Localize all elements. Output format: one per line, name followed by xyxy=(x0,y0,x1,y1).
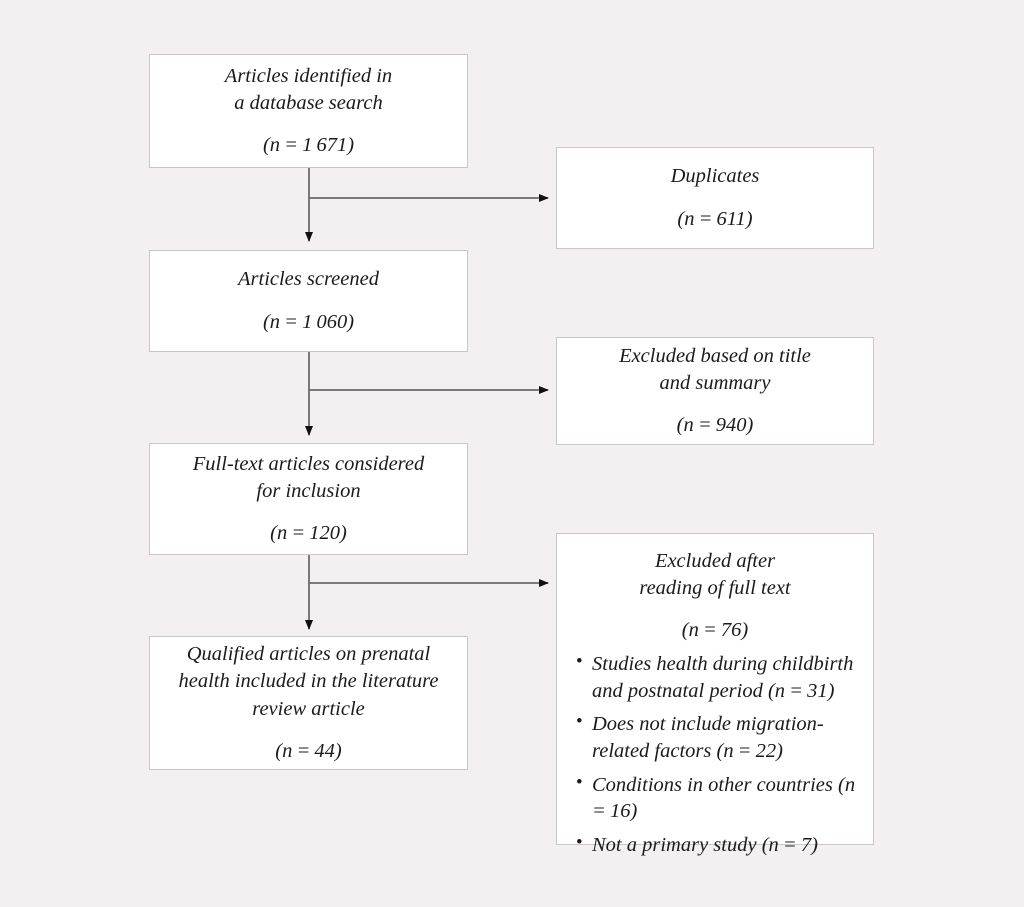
node-excluded-title-summary-count: (n = 940) xyxy=(676,414,754,437)
node-articles-identified-count: (n = 1 671) xyxy=(262,134,355,157)
node-excluded-title-summary-line2: and summary xyxy=(659,371,771,394)
node-fulltext-considered: Full-text articles considered for inclus… xyxy=(149,443,468,555)
node-excluded-after-fulltext: Excluded after reading of full text (n =… xyxy=(556,533,874,856)
node-fulltext-considered-line1: Full-text articles considered xyxy=(192,452,425,475)
node-duplicates: Duplicates (n = 611) xyxy=(556,147,874,249)
node-excluded-after-fulltext-header: Excluded after reading of full text (n =… xyxy=(557,548,873,644)
node-articles-identified-line1: Articles identified in xyxy=(224,64,393,87)
node-fulltext-considered-count: (n = 120) xyxy=(270,522,347,545)
node-excluded-after-fulltext-line1: Excluded after xyxy=(654,550,776,572)
node-excluded-after-fulltext-line2: reading of full text xyxy=(639,577,791,600)
node-articles-screened: Articles screened (n = 1 060) xyxy=(149,250,468,352)
node-articles-identified-line2: a database search xyxy=(234,91,383,114)
node-articles-screened-line1: Articles screened xyxy=(238,268,379,291)
exclusion-reasons-list: Studies health during childbirth and pos… xyxy=(557,650,873,859)
list-item: Studies health during childbirth and pos… xyxy=(575,650,861,704)
node-qualified-articles-count: (n = 44) xyxy=(275,739,342,762)
node-fulltext-considered-line2: for inclusion xyxy=(256,479,361,502)
node-excluded-title-summary-line1: Excluded based on title xyxy=(619,344,811,367)
node-excluded-after-fulltext-count: (n = 76) xyxy=(681,619,749,642)
node-qualified-articles: Qualified articles on prenatal health in… xyxy=(149,636,468,770)
list-item: Conditions in other countries (n = 16) xyxy=(575,771,861,825)
node-duplicates-count: (n = 611) xyxy=(677,207,753,230)
node-articles-identified: Articles identified in a database search… xyxy=(149,54,468,168)
list-item: Does not include migration-related facto… xyxy=(575,710,861,764)
list-item: Not a primary study (n = 7) xyxy=(575,831,861,859)
node-qualified-articles-line3: review article xyxy=(252,697,365,720)
node-qualified-articles-line2: health included in the literature xyxy=(178,670,439,693)
node-articles-screened-count: (n = 1 060) xyxy=(262,310,355,333)
node-qualified-articles-line1: Qualified articles on prenatal xyxy=(186,643,431,666)
node-duplicates-line1: Duplicates xyxy=(670,165,760,188)
node-excluded-title-summary: Excluded based on title and summary (n =… xyxy=(556,337,874,445)
